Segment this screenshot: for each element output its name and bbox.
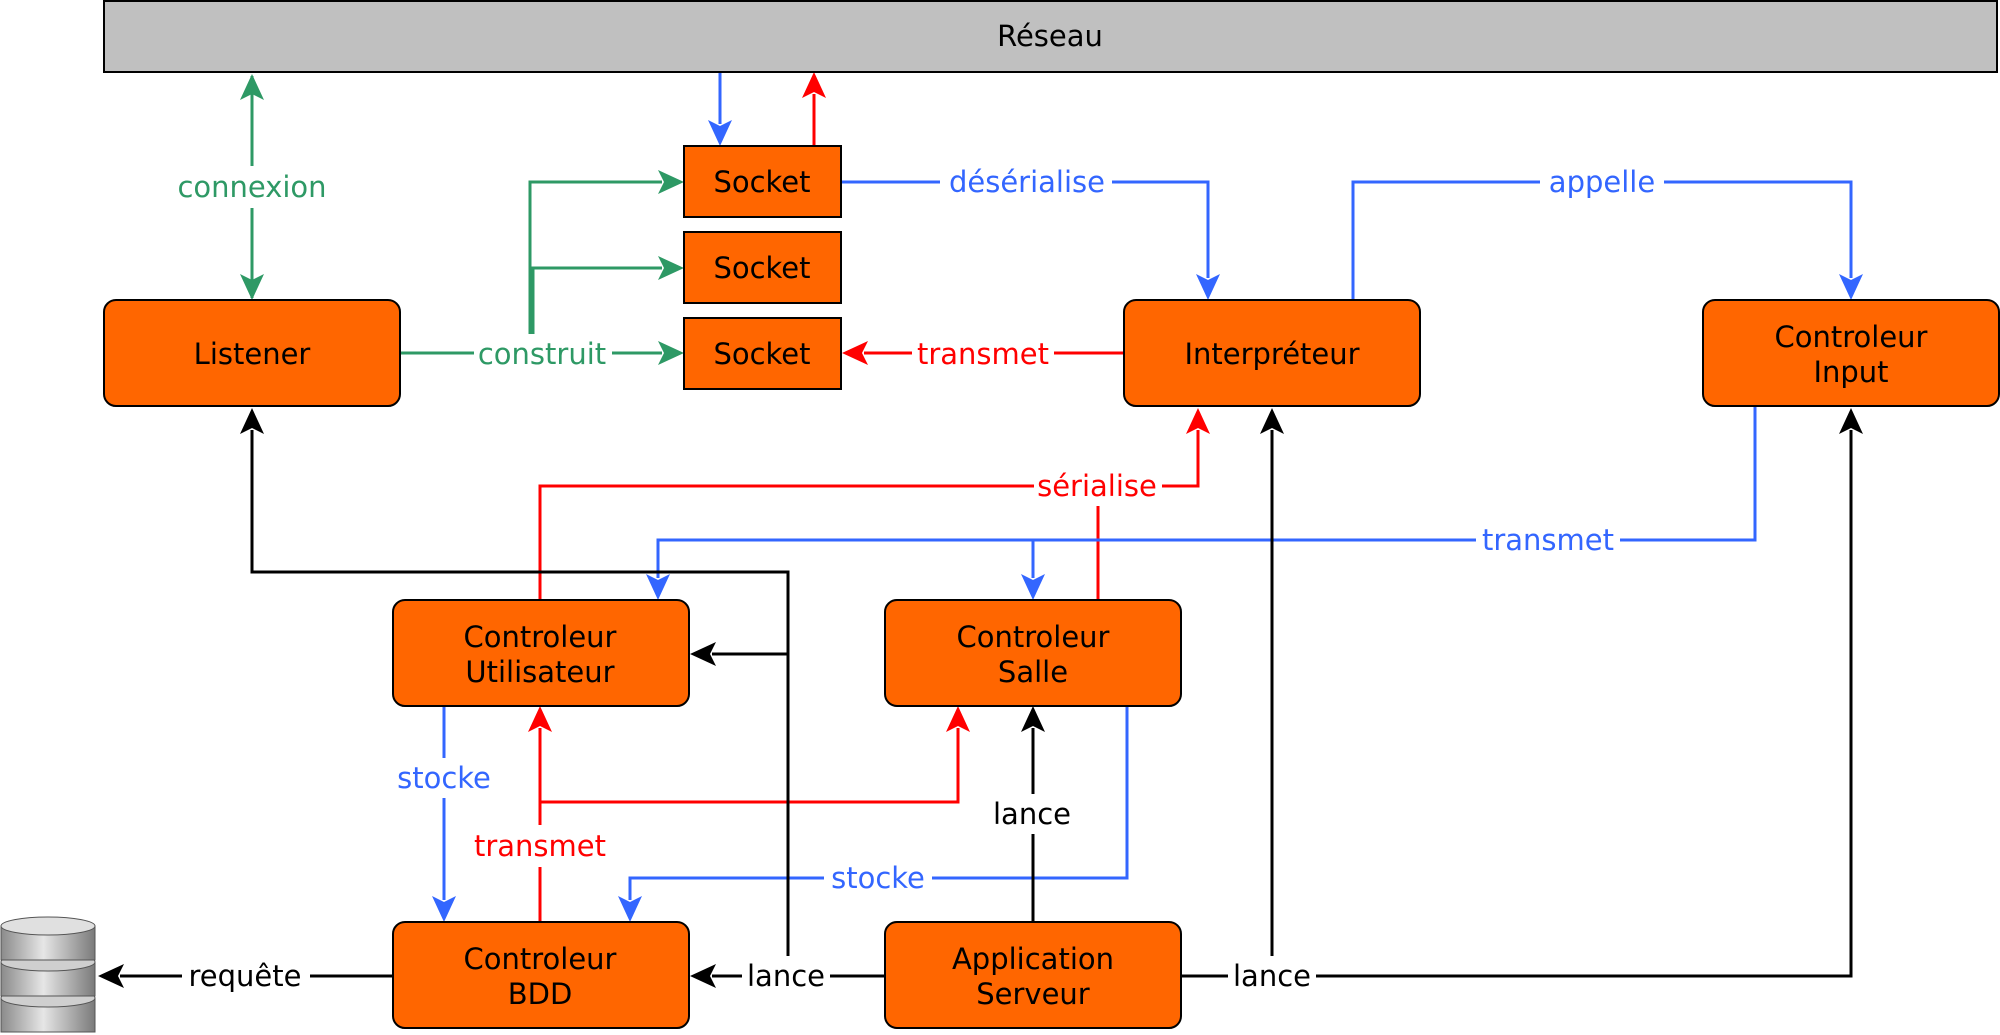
label-lance-left: lance <box>747 959 825 993</box>
label-lance-room: lance <box>993 797 1071 831</box>
arrowhead-up <box>1260 408 1284 434</box>
network-label: Réseau <box>997 19 1103 53</box>
label-stocke-user: stocke <box>397 761 491 795</box>
arrowhead-left <box>98 964 124 988</box>
edge-lance-user <box>712 652 790 976</box>
user-controller-label: Utilisateur <box>465 655 614 689</box>
arrowhead-up <box>528 706 552 732</box>
arrowhead-right <box>658 256 684 280</box>
socket-node-1: Socket <box>683 145 842 218</box>
server-app-label: Application <box>952 942 1114 976</box>
edge-lance-listener <box>250 430 790 654</box>
arrowhead-down <box>1839 274 1863 300</box>
label-transmet-socket: transmet <box>917 337 1049 371</box>
arrowhead-up <box>240 408 264 434</box>
arrowhead-down <box>240 274 264 300</box>
edge-transmet-input <box>656 406 1757 578</box>
server-app-node: Application Serveur <box>884 921 1182 1029</box>
edge-serialise-user <box>538 430 1200 600</box>
arrowhead-up <box>946 706 970 732</box>
arrowhead-down <box>432 896 456 922</box>
edge-construit-socket-1 <box>528 180 662 335</box>
input-controller-node: Controleur Input <box>1702 299 2000 407</box>
user-controller-label: Controleur <box>464 620 617 654</box>
server-app-label: Serveur <box>976 977 1090 1011</box>
arrowhead-down <box>708 120 732 146</box>
room-controller-label: Salle <box>998 655 1068 689</box>
room-controller-node: Controleur Salle <box>884 599 1182 707</box>
arrowhead-right <box>658 341 684 365</box>
socket-node-3: Socket <box>683 317 842 390</box>
listener-node: Listener <box>103 299 401 407</box>
listener-label: Listener <box>194 337 311 371</box>
input-controller-label: Controleur <box>1775 320 1928 354</box>
network-bar: Réseau <box>103 0 1998 73</box>
room-controller-label: Controleur <box>957 620 1110 654</box>
arrowhead-down <box>646 574 670 600</box>
input-controller-label: Input <box>1813 355 1888 389</box>
db-controller-label: Controleur <box>464 942 617 976</box>
edge-transmet-bdd-room <box>540 728 960 804</box>
label-construit: construit <box>478 337 606 371</box>
db-controller-node: Controleur BDD <box>392 921 690 1029</box>
arrowhead-left <box>690 642 716 666</box>
socket-label: Socket <box>713 165 810 199</box>
label-transmet-input: transmet <box>1482 523 1614 557</box>
arrowhead-down <box>618 896 642 922</box>
arrowhead-left <box>842 341 868 365</box>
arrowhead-down <box>1196 274 1220 300</box>
arrowhead-up <box>802 72 826 98</box>
socket-label: Socket <box>713 337 810 371</box>
socket-node-2: Socket <box>683 231 842 304</box>
arrowhead-down <box>1021 574 1045 600</box>
db-controller-label: BDD <box>508 977 573 1011</box>
arrowhead-up <box>240 74 264 100</box>
socket-label: Socket <box>713 251 810 285</box>
database-icon <box>0 916 96 1033</box>
label-connexion: connexion <box>177 170 326 204</box>
label-transmet-bdd: transmet <box>474 829 606 863</box>
arrowhead-right <box>658 170 684 194</box>
interpreter-label: Interpréteur <box>1184 337 1359 371</box>
interpreter-node: Interpréteur <box>1123 299 1421 407</box>
label-deserialise: désérialise <box>949 165 1105 199</box>
label-lance-right: lance <box>1233 959 1311 993</box>
label-serialise: sérialise <box>1037 469 1157 503</box>
user-controller-node: Controleur Utilisateur <box>392 599 690 707</box>
arrowhead-up <box>1839 408 1863 434</box>
arrowhead-up <box>1186 408 1210 434</box>
arrowhead-left <box>690 964 716 988</box>
arrowhead-up <box>1021 706 1045 732</box>
label-appelle: appelle <box>1549 165 1655 199</box>
label-stocke-room: stocke <box>831 861 925 895</box>
edge-construit-socket-2 <box>531 266 662 335</box>
label-requete: requête <box>189 959 302 993</box>
edge-lance-right <box>1180 430 1853 978</box>
